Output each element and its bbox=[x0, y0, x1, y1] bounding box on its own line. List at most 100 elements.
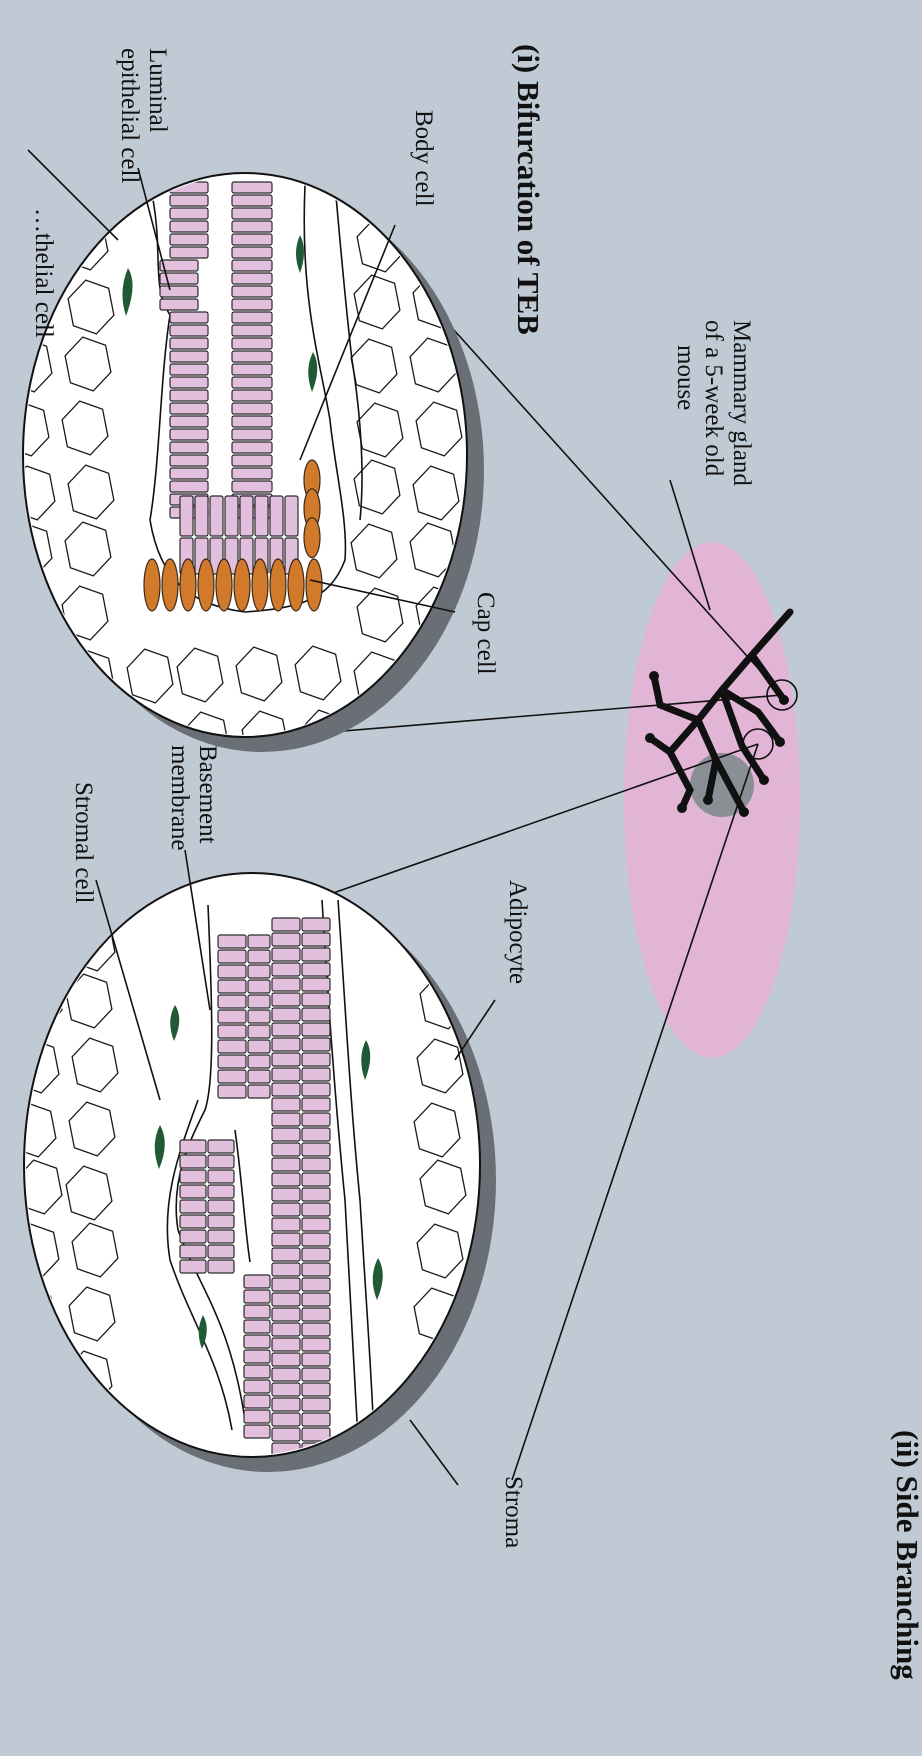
luminal-cell bbox=[170, 455, 208, 466]
luminal-cell bbox=[272, 1353, 300, 1366]
adipocyte bbox=[65, 714, 111, 768]
luminal-cell bbox=[248, 950, 270, 963]
luminal-cell bbox=[272, 978, 300, 991]
luminal-cell bbox=[302, 1008, 330, 1021]
luminal-cell bbox=[248, 935, 270, 948]
luminal-cell bbox=[248, 1040, 270, 1053]
luminal-cell bbox=[302, 1023, 330, 1036]
luminal-cell bbox=[302, 1413, 330, 1426]
luminal-cell bbox=[232, 260, 272, 271]
gland-label-line3: mouse bbox=[672, 345, 699, 410]
cap-cell bbox=[234, 559, 250, 611]
luminal-cell bbox=[248, 1010, 270, 1023]
adipocyte bbox=[6, 153, 52, 207]
cap-cell bbox=[304, 518, 320, 558]
label-basement-line2: membrane bbox=[166, 745, 193, 851]
adipocyte bbox=[72, 1408, 118, 1462]
gland-label-line2: of a 5-week old bbox=[700, 320, 727, 477]
luminal-cell bbox=[232, 481, 272, 492]
adipocyte bbox=[13, 854, 59, 908]
luminal-cell bbox=[302, 1098, 330, 1111]
luminal-cell bbox=[208, 1245, 234, 1258]
luminal-cell bbox=[232, 455, 272, 466]
luminal-cell bbox=[240, 496, 253, 536]
luminal-cell bbox=[272, 948, 300, 961]
luminal-cell bbox=[248, 965, 270, 978]
luminal-cell bbox=[170, 442, 208, 453]
luminal-cell bbox=[232, 416, 272, 427]
luminal-cell bbox=[218, 1040, 246, 1053]
luminal-cell bbox=[302, 1383, 330, 1396]
luminal-cell bbox=[180, 1155, 206, 1168]
luminal-cell bbox=[218, 1055, 246, 1068]
cap-cell bbox=[162, 559, 178, 611]
luminal-cell bbox=[302, 1368, 330, 1381]
adipocyte bbox=[351, 154, 397, 208]
luminal-cell bbox=[302, 1338, 330, 1351]
adipocyte bbox=[65, 152, 111, 206]
luminal-cell bbox=[218, 1010, 246, 1023]
luminal-cell bbox=[285, 496, 298, 536]
luminal-cell bbox=[232, 299, 272, 310]
luminal-cell bbox=[218, 995, 246, 1008]
adipocyte bbox=[3, 587, 49, 641]
luminal-cell bbox=[272, 1308, 300, 1321]
luminal-cell bbox=[232, 390, 272, 401]
luminal-cell bbox=[302, 1353, 330, 1366]
luminal-cell bbox=[208, 1185, 234, 1198]
luminal-cell bbox=[232, 364, 272, 375]
luminal-cell bbox=[272, 1338, 300, 1351]
luminal-cell bbox=[170, 234, 208, 245]
luminal-cell bbox=[302, 948, 330, 961]
luminal-cell bbox=[170, 221, 208, 232]
luminal-cell bbox=[170, 312, 208, 323]
luminal-cell bbox=[170, 390, 208, 401]
luminal-cell bbox=[272, 1143, 300, 1156]
luminal-cell bbox=[218, 935, 246, 948]
luminal-cell bbox=[272, 1248, 300, 1261]
luminal-cell bbox=[180, 496, 193, 536]
luminal-cell bbox=[208, 1140, 234, 1153]
luminal-cell bbox=[208, 1200, 234, 1213]
luminal-cell bbox=[160, 299, 198, 310]
luminal-cell bbox=[170, 429, 208, 440]
adipocyte bbox=[417, 1409, 463, 1463]
cap-cell bbox=[198, 559, 214, 611]
luminal-cell bbox=[272, 993, 300, 1006]
luminal-cell bbox=[180, 1230, 206, 1243]
luminal-cell bbox=[302, 1398, 330, 1411]
luminal-cell bbox=[302, 1038, 330, 1051]
luminal-cell bbox=[302, 1113, 330, 1126]
luminal-cell bbox=[232, 247, 272, 258]
luminal-cell bbox=[302, 1428, 330, 1441]
luminal-cell bbox=[232, 325, 272, 336]
luminal-cell bbox=[244, 1305, 270, 1318]
title-side-branching: (ii) Side Branching bbox=[890, 1430, 922, 1680]
luminal-cell bbox=[232, 195, 272, 206]
luminal-cell bbox=[248, 1085, 270, 1098]
adipocyte bbox=[10, 918, 56, 972]
luminal-cell bbox=[160, 286, 198, 297]
luminal-cell bbox=[302, 1188, 330, 1201]
cap-cell bbox=[144, 559, 160, 611]
luminal-cell bbox=[272, 1293, 300, 1306]
luminal-cell bbox=[244, 1380, 270, 1393]
luminal-cell bbox=[270, 496, 283, 536]
label-adipocyte: Adipocyte bbox=[504, 880, 531, 984]
luminal-cell bbox=[218, 965, 246, 978]
luminal-cell bbox=[272, 1113, 300, 1126]
luminal-cell bbox=[272, 1158, 300, 1171]
luminal-cell bbox=[180, 1170, 206, 1183]
luminal-cell bbox=[180, 1140, 206, 1153]
luminal-cell bbox=[232, 351, 272, 362]
label-cap-cell: Cap cell bbox=[472, 592, 499, 675]
luminal-cell bbox=[232, 468, 272, 479]
luminal-cell bbox=[272, 1233, 300, 1246]
luminal-cell bbox=[180, 1245, 206, 1258]
luminal-cell bbox=[302, 1068, 330, 1081]
luminal-cell bbox=[218, 1070, 246, 1083]
luminal-cell bbox=[272, 1368, 300, 1381]
luminal-cell bbox=[272, 1218, 300, 1231]
label-luminal-line1: Luminal bbox=[144, 48, 171, 133]
